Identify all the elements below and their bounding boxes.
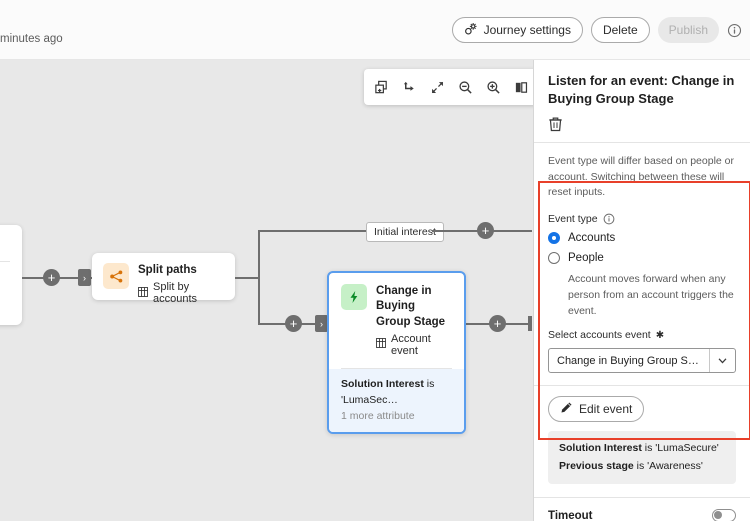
divider <box>534 385 750 387</box>
node-subtitle: Account event <box>391 332 431 357</box>
node-subtitle-row: Split by accounts <box>138 281 224 305</box>
radio-accounts-indicator <box>548 232 560 245</box>
timeout-toggle[interactable] <box>712 509 736 521</box>
select-accounts-event-dropdown[interactable]: Change in Buying Group Stage <box>548 348 736 374</box>
expand-branch-button[interactable]: › <box>315 315 328 332</box>
divider <box>534 141 750 143</box>
share-split-icon <box>103 263 129 289</box>
delete-label: Delete <box>602 23 638 37</box>
edge-segment <box>258 230 368 232</box>
summary-field-name: Previous stage <box>559 459 634 472</box>
map-icon[interactable] <box>508 73 533 101</box>
canvas-toolbar <box>364 69 533 105</box>
radio-people-indicator <box>548 252 560 265</box>
node-change-in-buying-group-stage[interactable]: Change in Buying Group Stage Account eve… <box>327 271 466 435</box>
select-event-label-row: Select accounts event ✱ <box>534 329 750 341</box>
radio-accounts-label: Accounts <box>568 232 616 245</box>
journey-end-marker <box>528 316 532 331</box>
last-saved-text: minutes ago <box>0 33 63 45</box>
node-split-paths[interactable]: Split paths Split by accounts <box>92 253 235 305</box>
undo-icon[interactable] <box>396 73 422 101</box>
divider <box>534 497 750 498</box>
table-icon <box>138 286 148 300</box>
trash-icon[interactable] <box>534 108 577 142</box>
add-step-button[interactable]: + <box>285 315 302 332</box>
node-title: Split paths <box>138 264 197 276</box>
duplicate-icon[interactable] <box>368 73 394 101</box>
select-accounts-event-value: Change in Buying Group Stage <box>557 354 709 367</box>
add-step-button[interactable]: + <box>489 315 506 332</box>
journey-settings-label: Journey settings <box>483 23 571 37</box>
gear-icon <box>464 22 478 39</box>
summary-field-value: is 'Awareness' <box>633 459 703 472</box>
event-type-note: Event type will differ based on people o… <box>548 154 735 199</box>
edit-event-label: Edit event <box>579 402 633 417</box>
node-divider <box>341 367 452 369</box>
radio-option-people[interactable]: People <box>534 252 750 272</box>
add-step-button[interactable]: + <box>477 222 494 239</box>
edit-event-row: Edit event <box>534 386 750 431</box>
summary-line: Solution Interest is 'LumaSecure' <box>559 440 725 457</box>
node-attribute-line: Solution Interest is 'LumaSec… <box>341 377 452 409</box>
top-bar-actions: Journey settings Delete Publish <box>451 17 742 43</box>
table-icon <box>376 338 386 351</box>
event-type-help-text: Account moves forward when any person fr… <box>568 273 734 317</box>
zoom-out-icon[interactable] <box>452 73 478 101</box>
expand-branch-button[interactable]: › <box>78 269 91 286</box>
node-more-attributes[interactable]: 1 more attribute <box>341 410 415 423</box>
event-config-panel: Listen for an event: Change in Buying Gr… <box>533 60 750 521</box>
timeout-label: Timeout <box>548 509 593 521</box>
summary-field-value: is 'LumaSecure' <box>641 442 719 455</box>
event-condition-summary: Solution Interest is 'LumaSecure' Previo… <box>548 431 736 484</box>
edge-label-initial-interest[interactable]: Initial interest <box>366 222 444 242</box>
journey-settings-button[interactable]: Journey settings <box>451 17 583 43</box>
summary-line: Previous stage is 'Awareness' <box>559 458 725 475</box>
edge-branch-trunk <box>258 230 260 325</box>
select-event-label: Select accounts event <box>548 329 651 342</box>
pencil-icon <box>560 401 573 417</box>
journey-canvas[interactable]: + › Split paths <box>0 60 533 521</box>
event-type-label-row: Event type <box>534 213 750 225</box>
info-circle-icon[interactable] <box>603 213 615 225</box>
node-subtitle-row: Account event <box>376 333 452 357</box>
edge-segment <box>22 277 102 279</box>
delete-button[interactable]: Delete <box>590 17 650 43</box>
panel-title: Listen for an event: Change in Buying Gr… <box>548 73 735 106</box>
event-type-label: Event type <box>548 213 598 226</box>
summary-field-name: Solution Interest <box>559 442 642 455</box>
node-subtitle: Split by accounts <box>153 281 198 306</box>
zoom-in-icon[interactable] <box>480 73 506 101</box>
collapse-icon[interactable] <box>424 73 450 101</box>
top-bar: minutes ago <box>0 0 750 60</box>
radio-people-label: People <box>568 252 604 265</box>
info-circle-icon[interactable] <box>727 23 742 38</box>
publish-label: Publish <box>668 23 708 37</box>
radio-option-accounts[interactable]: Accounts <box>534 232 750 252</box>
add-step-button[interactable]: + <box>43 269 60 286</box>
edit-event-button[interactable]: Edit event <box>548 396 645 423</box>
upstream-node-partial[interactable] <box>0 225 22 325</box>
select-event-wrap: Change in Buying Group Stage <box>534 348 750 374</box>
node-title: Change in Buying Group Stage <box>376 285 446 328</box>
lightning-bolt-icon <box>341 284 367 310</box>
publish-button[interactable]: Publish <box>657 17 719 43</box>
node-attribute-value: is 'LumaSec… <box>341 377 435 406</box>
required-marker: ✱ <box>655 329 665 341</box>
timeout-row: Timeout <box>534 498 750 521</box>
node-attribute-name: Solution Interest <box>341 377 424 390</box>
node-attributes: Solution Interest is 'LumaSec… 1 more at… <box>329 368 464 433</box>
chevron-down-icon[interactable] <box>709 349 735 373</box>
edge-segment <box>235 277 259 279</box>
